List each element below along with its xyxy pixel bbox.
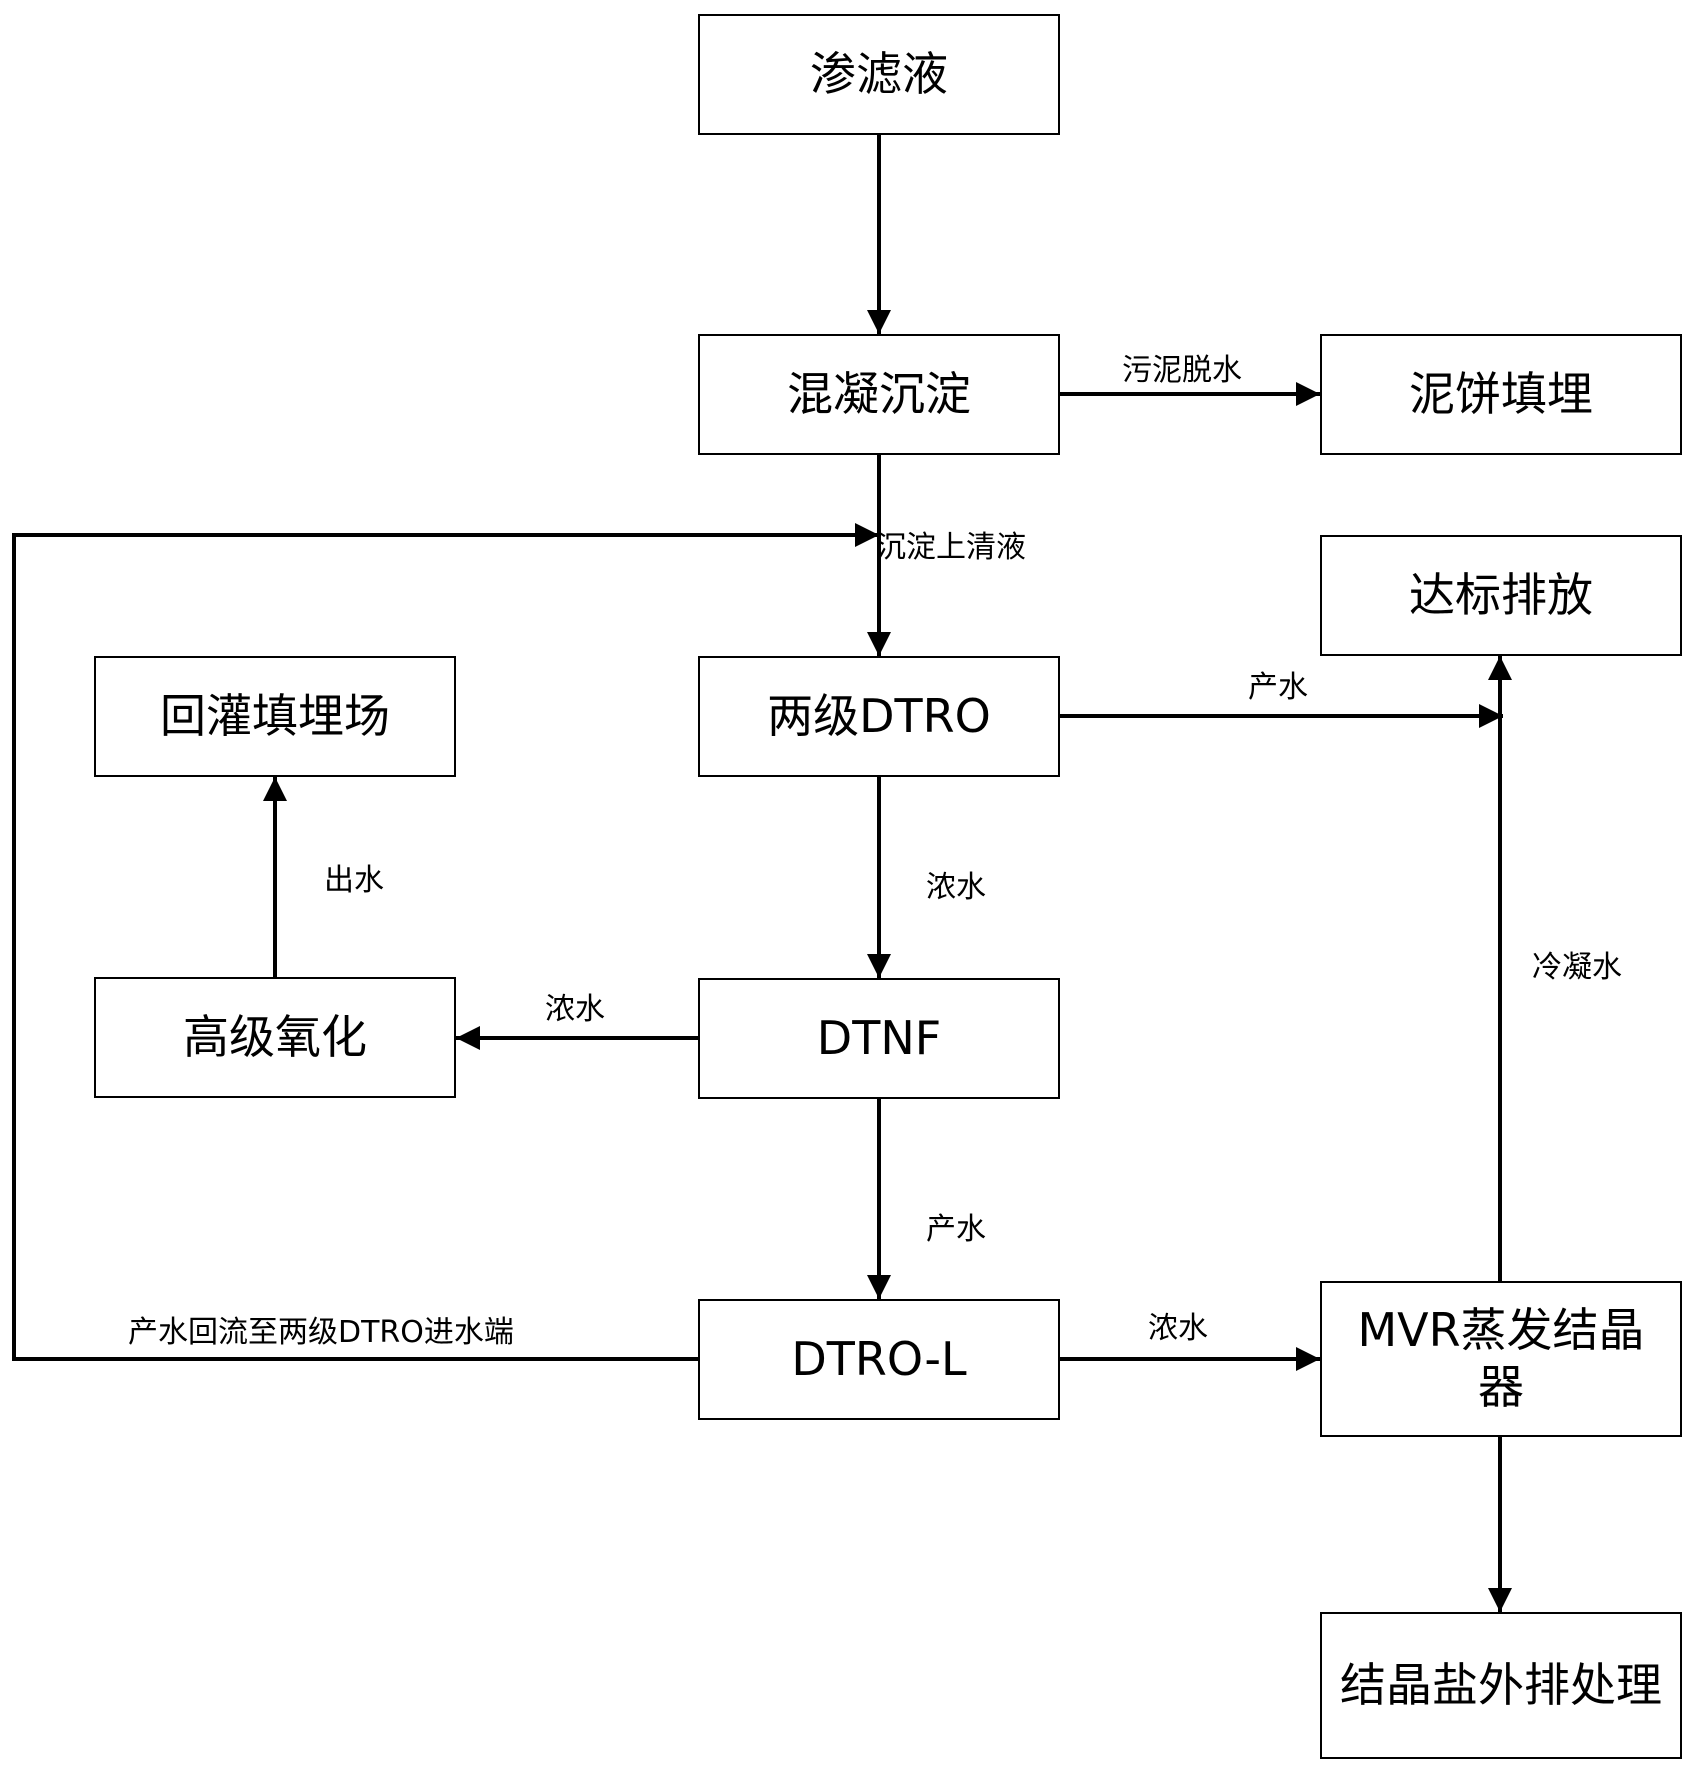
node-dtro2-label: 两级DTRO xyxy=(767,688,991,743)
edge-label-sludge: 污泥脱水 xyxy=(1122,353,1242,388)
node-leachate-label: 渗滤液 xyxy=(810,46,948,101)
node-dtrol: DTRO-L xyxy=(698,1299,1060,1420)
edge-label-dtro2-conc: 浓水 xyxy=(926,870,986,905)
node-mvr: MVR蒸发结晶器 xyxy=(1320,1281,1682,1437)
node-dtro2: 两级DTRO xyxy=(698,656,1060,777)
edge-label-dtnf-conc: 浓水 xyxy=(545,992,605,1027)
node-dtrol-label: DTRO-L xyxy=(791,1331,967,1386)
node-leachate: 渗滤液 xyxy=(698,14,1060,135)
node-discharge: 达标排放 xyxy=(1320,535,1682,656)
node-cake-label: 泥饼填埋 xyxy=(1409,366,1593,421)
node-aop-label: 高级氧化 xyxy=(183,1009,367,1064)
edge-label-dtnf-product: 产水 xyxy=(926,1212,986,1247)
edge-label-dtrol-conc: 浓水 xyxy=(1148,1311,1208,1346)
node-coag-label: 混凝沉淀 xyxy=(787,366,971,421)
arrow-recycle-to-dtro2 xyxy=(12,523,879,1361)
node-discharge-label: 达标排放 xyxy=(1409,567,1593,622)
node-salt-label: 结晶盐外排处理 xyxy=(1340,1657,1662,1712)
node-dtnf: DTNF xyxy=(698,978,1060,1099)
edge-label-dtro2-product: 产水 xyxy=(1248,670,1308,705)
edge-label-supernatant: 沉淀上清液 xyxy=(876,530,1026,565)
node-aop: 高级氧化 xyxy=(94,977,456,1098)
edge-label-recycle: 产水回流至两级DTRO进水端 xyxy=(128,1315,514,1350)
edge-label-aop-out: 出水 xyxy=(324,863,384,898)
node-dtnf-label: DTNF xyxy=(816,1010,942,1065)
node-coag: 混凝沉淀 xyxy=(698,334,1060,455)
edge-label-condensate: 冷凝水 xyxy=(1532,950,1622,985)
node-mvr-label: MVR蒸发结晶器 xyxy=(1357,1302,1645,1415)
node-backfill-label: 回灌填埋场 xyxy=(160,688,390,743)
node-cake: 泥饼填埋 xyxy=(1320,334,1682,455)
node-salt: 结晶盐外排处理 xyxy=(1320,1612,1682,1759)
node-backfill: 回灌填埋场 xyxy=(94,656,456,777)
